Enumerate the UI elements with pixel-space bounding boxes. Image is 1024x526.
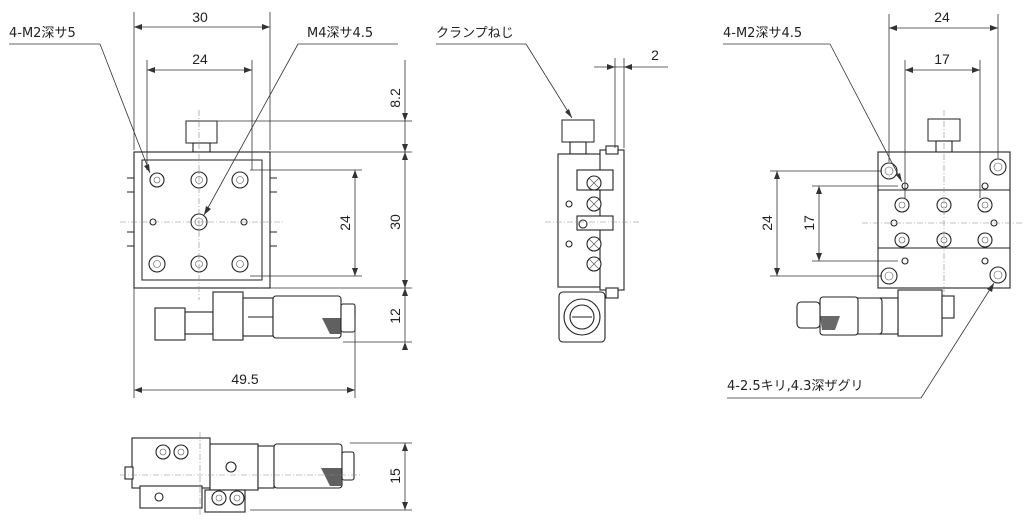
- dim-right-height: 24: [759, 215, 775, 231]
- callout-clamp-screw: クランプねじ: [436, 26, 514, 41]
- dim-right-width: 24: [934, 9, 950, 25]
- front-dimensions: 30 24 8.2 30 12 24 49.5: [133, 9, 412, 398]
- dim-micrometer-offset: 12: [387, 308, 403, 324]
- callout-right-counterbore: 4-2.5キリ,4.3深ザグリ: [727, 379, 863, 394]
- dim-top-width: 30: [192, 9, 208, 25]
- dim-bottom-height: 15: [387, 468, 403, 484]
- dim-overall-length: 49.5: [231, 371, 258, 387]
- dim-stage-height: 30: [387, 214, 403, 230]
- callout-right-holes: 4-M2深サ4.5: [723, 26, 802, 41]
- front-view: [120, 110, 356, 341]
- clamp-knob: [185, 120, 218, 144]
- callout-top-center-hole: M4深サ4.5: [307, 26, 373, 41]
- micrometer-mount: [212, 291, 244, 341]
- dim-hole-pitch-y: 24: [337, 215, 353, 231]
- right-view: 24 17 24 17 4-M2深サ4.5 4-2.5キリ,4.3深ザグリ: [723, 9, 1022, 399]
- bottom-view: 15: [120, 432, 412, 516]
- dim-right-pitch-y: 17: [801, 215, 817, 231]
- callout-top-left-holes: 4-M2深サ5: [9, 26, 76, 41]
- side-view: 2 クランプねじ: [436, 26, 668, 343]
- dim-knob-offset: 8.2: [387, 88, 403, 108]
- front-callouts: 4-M2深サ5 M4深サ4.5: [9, 26, 398, 216]
- dim-hole-pitch-x: 24: [192, 51, 208, 67]
- side-clamp-knob: [561, 119, 595, 143]
- dim-right-pitch-x: 17: [934, 51, 950, 67]
- dim-side-offset: 2: [651, 47, 659, 63]
